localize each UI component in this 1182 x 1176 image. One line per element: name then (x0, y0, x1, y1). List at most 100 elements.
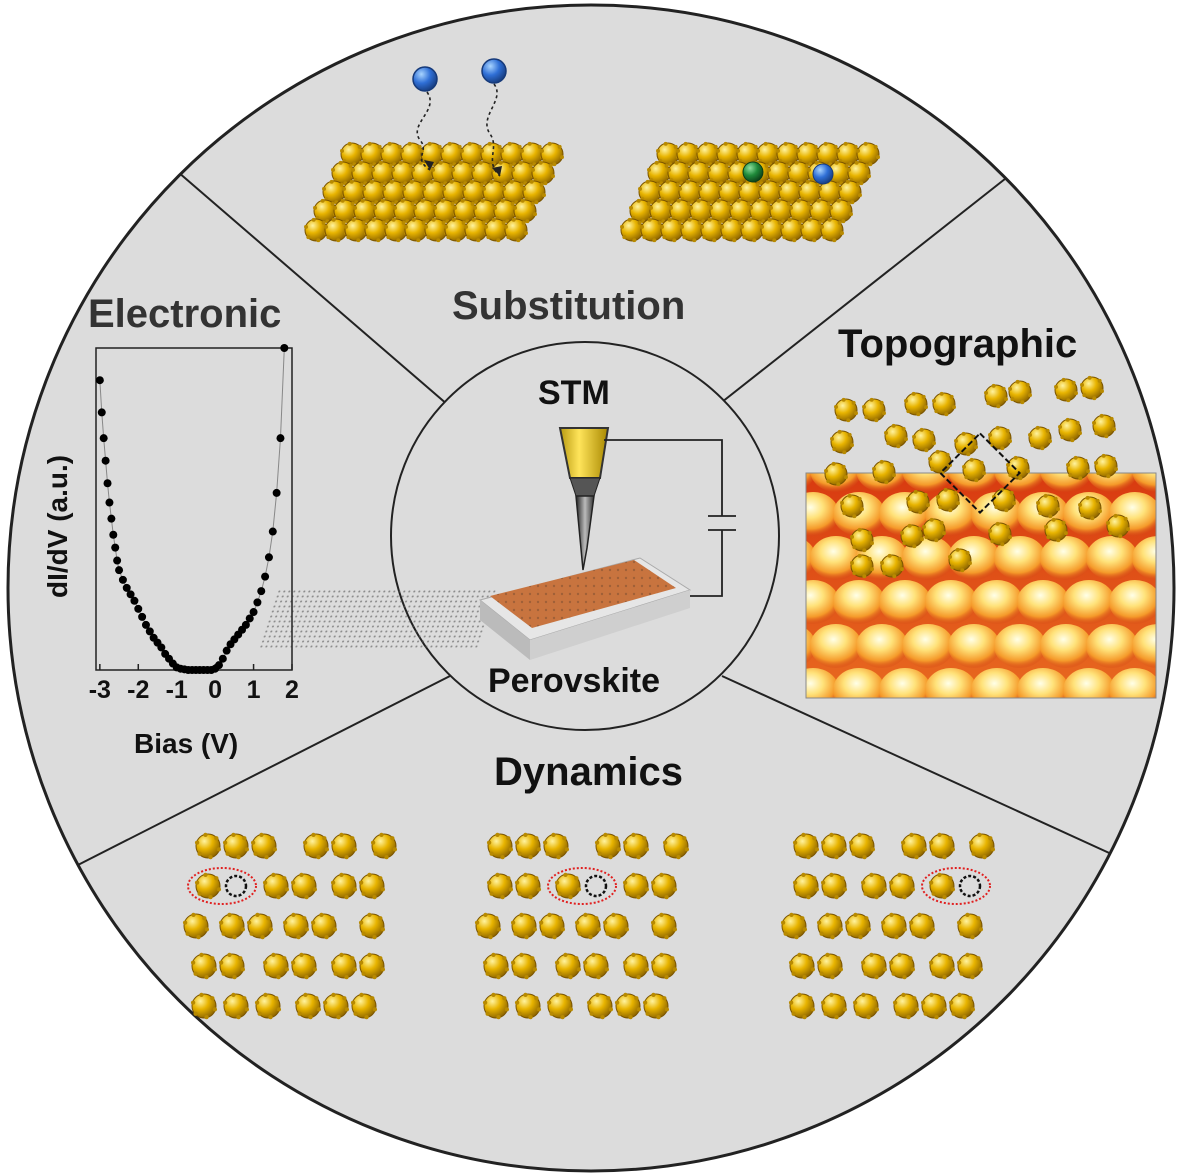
dynamics-frame-3 (780, 832, 996, 1020)
atom-icon (1106, 513, 1130, 539)
atom-icon (602, 912, 630, 940)
atom-icon (820, 992, 848, 1020)
chart-point (138, 612, 147, 621)
atom-icon (650, 952, 678, 980)
atom-icon (310, 912, 338, 940)
atom-icon (862, 397, 886, 423)
atom-icon (662, 832, 690, 860)
atom-icon (1066, 455, 1090, 481)
chart-tick-label: 2 (285, 676, 299, 704)
atom-icon (262, 872, 290, 900)
atom-icon (988, 521, 1012, 547)
atom-icon (510, 912, 538, 940)
chart-point (141, 620, 150, 629)
atom-icon (948, 547, 972, 573)
chart-point (105, 498, 114, 507)
circuit (604, 439, 736, 597)
atom-icon (888, 952, 916, 980)
atom-icon (984, 383, 1008, 409)
atom-icon (707, 160, 731, 186)
atom-icon (880, 553, 904, 579)
atom-icon (904, 391, 928, 417)
chart-tick-label: -1 (165, 676, 188, 704)
chart-point (222, 646, 231, 655)
dopant-atom-icon (742, 161, 764, 183)
chart-point (122, 583, 131, 592)
atom-icon (838, 179, 862, 205)
atom-icon (1006, 455, 1030, 481)
atom-icon (1036, 493, 1060, 519)
atom-icon (968, 832, 996, 860)
atom-icon (816, 952, 844, 980)
atom-icon (912, 427, 936, 453)
atom-icon (956, 952, 984, 980)
atom-icon (900, 832, 928, 860)
atom-icon (720, 217, 744, 243)
chart-point (113, 556, 122, 565)
atom-icon (540, 141, 564, 167)
atom-icon (622, 832, 650, 860)
atom-icon (1078, 495, 1102, 521)
chart-point (268, 527, 277, 536)
atom-icon (246, 912, 274, 940)
atom-icon (1058, 417, 1082, 443)
atom-icon (892, 992, 920, 1020)
atom-icon (928, 832, 956, 860)
chart-point (97, 408, 106, 417)
topographic-panel (805, 375, 1157, 699)
atom-icon (936, 487, 960, 513)
dopant-atom-icon (412, 66, 438, 92)
atom-icon (582, 952, 610, 980)
atom-icon (222, 992, 250, 1020)
chart-point (257, 587, 266, 596)
atom-icon (433, 198, 457, 224)
vacancy-icon (958, 874, 982, 898)
atom-icon (222, 832, 250, 860)
chart-point (126, 590, 135, 599)
atom-icon (880, 912, 908, 940)
atom-icon (847, 160, 871, 186)
atom-icon (767, 160, 791, 186)
atom-icon (384, 217, 408, 243)
dynamics-title: Dynamics (494, 750, 683, 794)
atom-icon (1080, 375, 1104, 401)
atom-icon (647, 160, 671, 186)
atom-icon (872, 459, 896, 485)
atom-icon (740, 217, 764, 243)
chart-ylabel: dI/dV (a.u.) (42, 454, 73, 598)
atom-icon (948, 992, 976, 1020)
atom-icon (840, 493, 864, 519)
chart-point (157, 643, 166, 652)
chart-tick-label: 0 (208, 676, 223, 704)
atom-icon (824, 461, 848, 487)
atom-icon (218, 952, 246, 980)
atom-icon (254, 992, 282, 1020)
atom-icon (650, 912, 678, 940)
chart-point (214, 661, 223, 670)
atom-icon (928, 952, 956, 980)
atom-icon (954, 431, 978, 457)
atom-icon (760, 217, 784, 243)
atom-icon (594, 832, 622, 860)
atom-icon (956, 912, 984, 940)
atom-icon (322, 992, 350, 1020)
chart-point (241, 620, 250, 629)
atom-icon (514, 832, 542, 860)
atom-icon (513, 198, 537, 224)
chart-point (111, 543, 120, 552)
atom-icon (290, 952, 318, 980)
hop-highlight (921, 867, 991, 905)
atom-icon (962, 457, 986, 483)
atom-icon (788, 992, 816, 1020)
atom-icon (538, 912, 566, 940)
atom-icon (1094, 453, 1118, 479)
chart-point (253, 598, 262, 607)
chart-tick-label: -3 (88, 676, 111, 704)
chart-point (109, 530, 118, 539)
atom-icon (792, 832, 820, 860)
atom-icon (736, 141, 760, 167)
atom-icon (586, 992, 614, 1020)
electronic-title: Electronic (88, 292, 282, 336)
atom-icon (194, 872, 222, 900)
atom-icon (906, 489, 930, 515)
